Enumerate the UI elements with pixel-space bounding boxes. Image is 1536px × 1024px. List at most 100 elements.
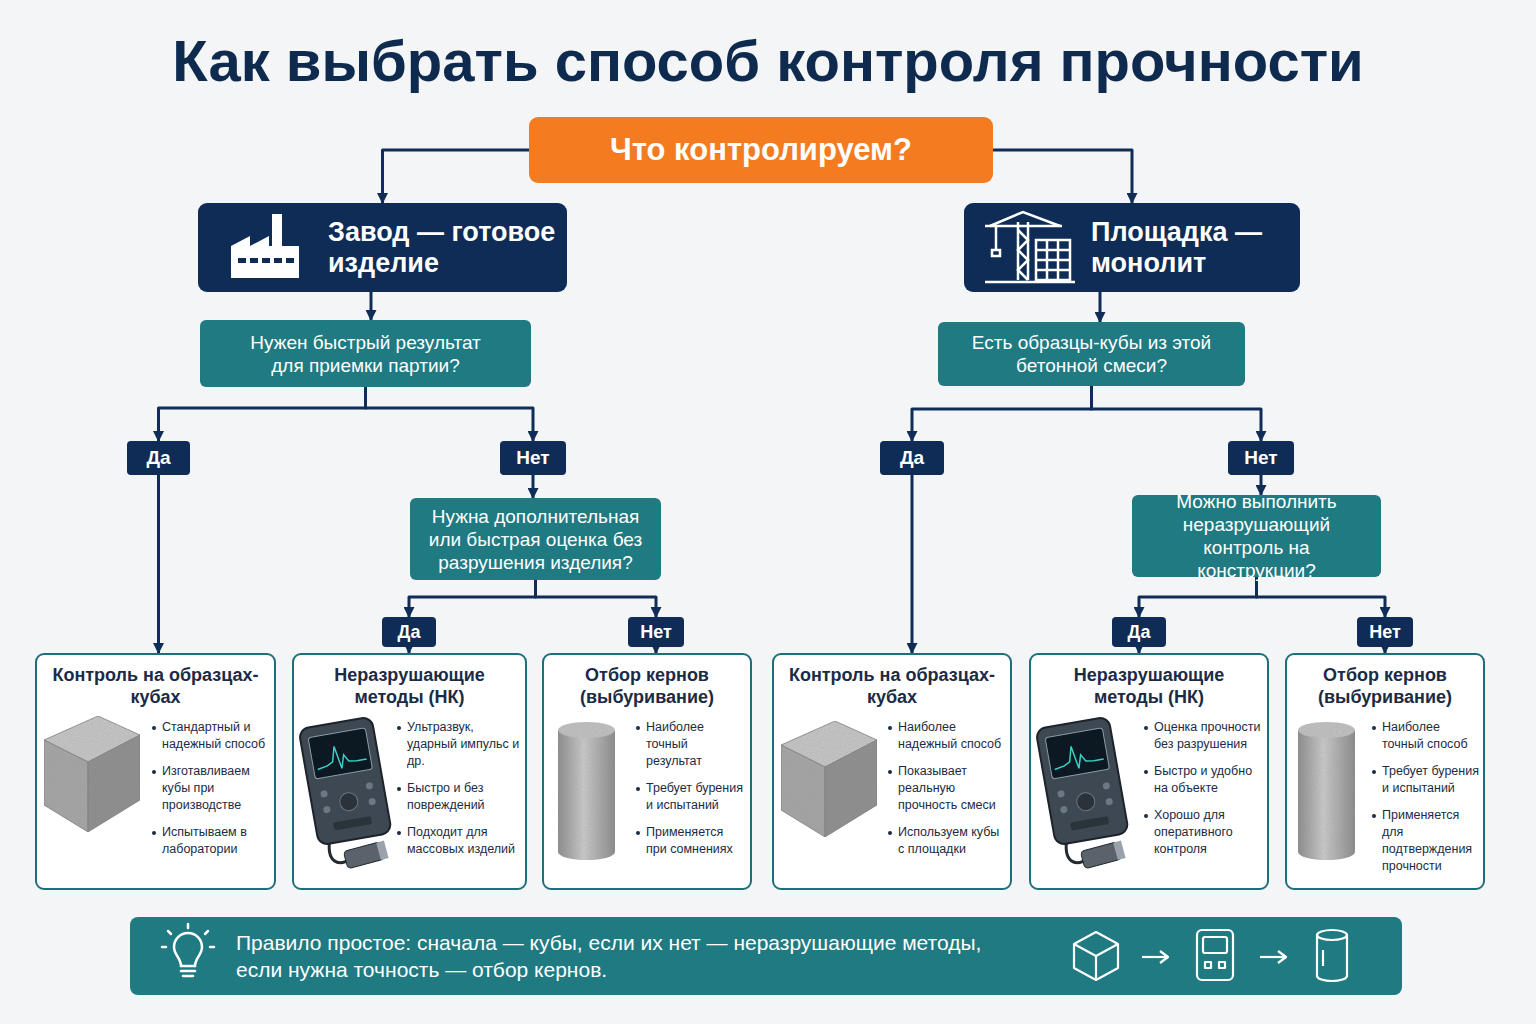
bulb-icon (205, 931, 208, 934)
bullet-dot (636, 726, 640, 730)
bullet-text: Требует бурения и испытаний (1382, 764, 1479, 795)
flow-arrow (912, 386, 1092, 441)
concrete-core (558, 722, 615, 738)
ndt-device (314, 741, 367, 772)
crane-icon (1046, 240, 1049, 280)
connector-group (159, 150, 1386, 653)
node-text: Нужен быстрый результат для приемки парт… (240, 331, 491, 377)
concrete-core (1298, 722, 1355, 860)
bullet-text: Подходит для массовых изделий (407, 825, 515, 856)
bullet-dot (152, 770, 156, 774)
bullet-item: Подходит для массовых изделий (397, 824, 521, 858)
bullet-list: Ультразвук, ударный импульс и др. Быстро … (397, 719, 521, 868)
node-text: Нет (1244, 447, 1277, 469)
bullet-dot (636, 787, 640, 791)
bulb-icon (162, 946, 166, 949)
ndt-device (333, 816, 372, 830)
node-text: Нет (640, 622, 672, 643)
rule-icons (1197, 930, 1233, 980)
bulb-icon (168, 931, 171, 934)
bullet-dot (1144, 726, 1148, 730)
rule-icons (1160, 951, 1168, 963)
answer-box: Да (127, 441, 190, 475)
bullet-dot (152, 831, 156, 835)
bullet-list: Стандартный и надежный способИзготавлива… (152, 719, 270, 868)
rule-band: Правило простое: сначала — кубы, если их… (130, 917, 1402, 995)
method-card: Отбор кернов (выбуривание)Наиболее точны… (1285, 653, 1485, 890)
answer-box: Да (1112, 617, 1166, 647)
bullet-text: Наиболее точный способ (1382, 720, 1468, 751)
category-box: Завод — готовое изделие (198, 203, 567, 292)
bullet-text: Испытываем в лаборатории (162, 825, 247, 856)
flow-arrow (1257, 577, 1386, 617)
bullet-dot (888, 831, 892, 835)
ndt-device (376, 841, 388, 860)
crane-icon (985, 225, 1062, 228)
node-text: Что контролируем? (610, 132, 912, 168)
bullet-dot (1144, 814, 1148, 818)
flow-arrow (993, 150, 1132, 203)
rule-icons (1074, 944, 1118, 956)
ndt-device (343, 841, 388, 869)
card-heading: Отбор кернов (выбуривание) (550, 664, 744, 708)
rule-icons (1095, 956, 1097, 980)
flow-arrow (157, 475, 160, 653)
bullet-dot (397, 787, 401, 791)
flow-arrow (911, 475, 914, 653)
method-card: Неразрушающие методы (НК)Оценка прочност… (1029, 653, 1269, 890)
rule-icons (1278, 951, 1286, 963)
bullet-item: Стандартный и надежный способ (152, 719, 270, 753)
bulb-icon (187, 924, 190, 928)
crane-icon (995, 226, 998, 250)
flow-arrow (1092, 386, 1262, 441)
ndt-device (365, 782, 373, 790)
factory-icon (286, 258, 294, 263)
bulb-icon (181, 970, 195, 973)
factory-icon (274, 258, 282, 263)
flow-arrow (159, 387, 366, 441)
node-text: Да (900, 447, 924, 469)
bullet-item: Используем кубы с площадки (888, 824, 1006, 858)
factory-icon (238, 258, 246, 263)
flow-arrow (370, 292, 373, 320)
node-text: Да (398, 622, 421, 643)
rule-icons (1219, 962, 1225, 968)
bullet-item: Ультразвук, ударный импульс и др. (397, 719, 521, 770)
bullet-dot (888, 770, 892, 774)
bullet-dot (152, 726, 156, 730)
rule-icons (1074, 930, 1347, 981)
method-card: Контроль на образцах-кубахСтандартный и … (35, 653, 276, 890)
rule-icons (1317, 976, 1347, 981)
bullet-dot (397, 726, 401, 730)
crane-icon (1036, 269, 1070, 272)
concrete-cube (781, 721, 877, 837)
node-text: Нет (1369, 622, 1401, 643)
bullet-text: Показывает реальную прочность смеси (898, 764, 996, 812)
crane-icon (1018, 230, 1028, 280)
bullet-item: Наиболее надежный способ (888, 719, 1006, 753)
ndt-device (343, 842, 384, 869)
bullet-dot (1372, 814, 1376, 818)
rule-icons (1074, 932, 1118, 980)
rule-icons (1322, 950, 1324, 966)
node-text: Завод — готовое изделие (328, 217, 563, 279)
bullet-text: Изготавливаем кубы при производстве (162, 764, 250, 812)
node-text: Площадка — монолит (1091, 217, 1291, 279)
flow-arrow (536, 580, 657, 617)
bullet-text: Требует бурения и испытаний (646, 781, 743, 812)
flow-arrow (532, 475, 535, 498)
bullet-text: Ультразвук, ударный импульс и др. (407, 720, 519, 768)
rule-icons (1260, 956, 1284, 958)
flow-arrow (409, 580, 536, 617)
flow-arrow (366, 387, 534, 441)
category-box: Площадка — монолит (964, 203, 1300, 292)
bullet-text: Хорошо для оперативного контроля (1154, 808, 1233, 856)
factory-icon (262, 258, 270, 263)
bulb-icon (210, 946, 214, 949)
crane-icon (1027, 222, 1030, 280)
bullet-dot (1372, 770, 1376, 774)
concrete-core (558, 844, 615, 860)
bullet-item: Быстро и без повреждений (397, 780, 521, 814)
answer-box: Нет (1228, 441, 1294, 475)
